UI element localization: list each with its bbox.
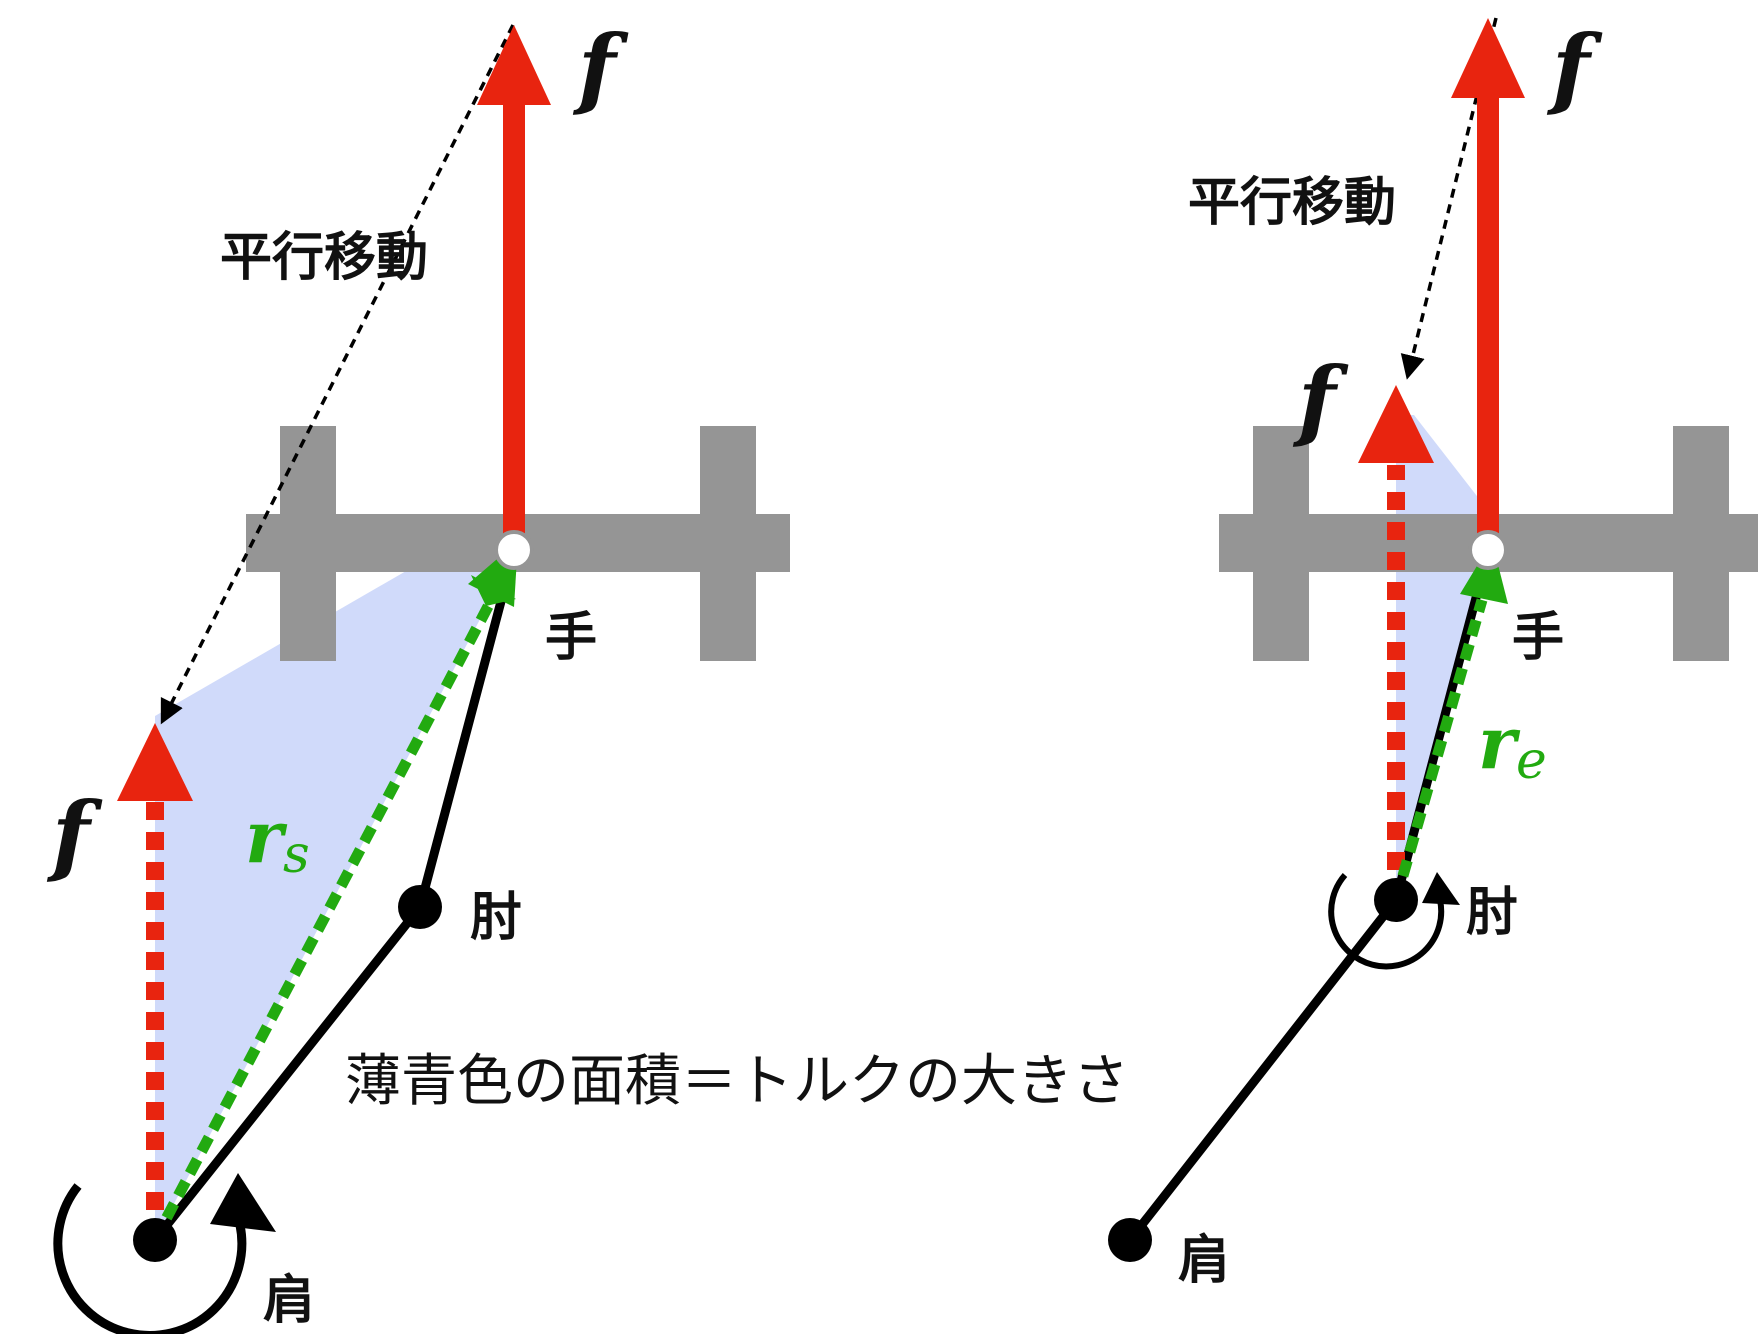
elbow-rotation-arrow-head <box>1422 872 1460 905</box>
shoulder-rotation-arrow-head <box>210 1173 276 1232</box>
shoulder-rotation-arrow <box>53 1183 247 1334</box>
parallel-move-label: 平行移動 <box>220 228 428 288</box>
upper-arm <box>150 902 425 1245</box>
force-label-hand: f <box>1546 15 1603 119</box>
torque-area-shoulder <box>155 541 521 1240</box>
parallel-move-arrow <box>1400 17 1498 380</box>
radius-vector-shoulder <box>150 594 498 1243</box>
torque-area-elbow <box>1396 415 1490 900</box>
hand-point <box>494 530 534 570</box>
forearm <box>415 555 517 912</box>
elbow-joint <box>1374 878 1418 922</box>
radius-subscript-e: e <box>1516 731 1547 791</box>
elbow-torque-panel: 平行移動 f f 手 肘 肩 re <box>1108 15 1758 1291</box>
shoulder-torque-panel: 平行移動 f f 手 肘 肩 rs <box>46 15 790 1334</box>
hand-point <box>1468 530 1508 570</box>
force-label-hand: f <box>572 15 629 119</box>
elbow-label: 肘 <box>1466 883 1518 943</box>
force-label-elbow: f <box>1292 347 1349 451</box>
force-vector-head <box>1451 18 1525 98</box>
force-vector-shaft <box>1477 98 1499 545</box>
shoulder-joint <box>1108 1218 1152 1262</box>
radius-symbol: r <box>1478 700 1521 785</box>
shoulder-joint <box>133 1218 177 1262</box>
radius-label-elbow: re <box>1478 700 1547 791</box>
force-vector-head <box>477 25 551 105</box>
parallel-move-label: 平行移動 <box>1188 173 1396 233</box>
upper-arm <box>1125 895 1401 1245</box>
translated-force-head <box>117 723 193 801</box>
radius-label-shoulder: rs <box>245 794 310 885</box>
radius-vector-elbow <box>1390 598 1488 902</box>
hand-label: 手 <box>545 608 597 668</box>
elbow-rotation-arrow <box>1328 873 1445 970</box>
translated-force-head <box>1358 385 1434 463</box>
force-vector-shaft <box>503 98 525 545</box>
radius-subscript-s: s <box>283 825 310 885</box>
caption: 薄青色の面積＝トルクの大きさ <box>345 1049 1129 1114</box>
radius-symbol: r <box>245 794 288 879</box>
arm-links <box>150 555 517 1245</box>
hand-label: 手 <box>1512 608 1564 668</box>
elbow-label: 肘 <box>470 888 522 948</box>
force-label-shoulder: f <box>46 782 103 886</box>
shoulder-label: 肩 <box>1178 1231 1230 1291</box>
elbow-joint <box>398 885 442 929</box>
shoulder-label: 肩 <box>263 1271 315 1331</box>
parallel-move-arrow <box>160 24 515 725</box>
